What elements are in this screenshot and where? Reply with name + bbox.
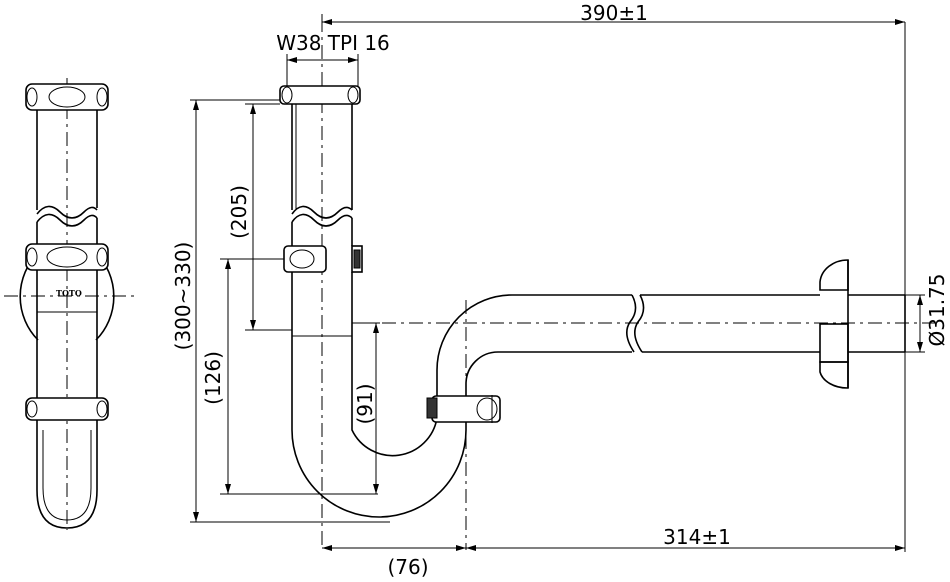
dim-thread-spec: W38 TPI 16: [276, 31, 390, 55]
escutcheon-top: [819, 259, 849, 291]
side-break-lower: [36, 213, 98, 227]
side-view: TOTO: [4, 78, 134, 530]
tailpiece-break-upper: [291, 205, 353, 219]
dim-height-range: (300~330): [171, 242, 195, 351]
wall-pipe-break-right: [634, 294, 645, 353]
side-lower-nut: [25, 397, 109, 421]
toto-brand-label: TOTO: [56, 288, 82, 298]
escutcheon-bottom: [819, 361, 849, 389]
dim-upper-pipe: (205): [227, 185, 251, 239]
side-trap-bottom: [36, 420, 98, 529]
dim-nut-to-bottom: (126): [201, 351, 225, 405]
side-top-nut: [25, 83, 109, 111]
dim-wall-pipe-diameter: Ø31.75: [925, 274, 949, 347]
trap-inner-curve: [351, 340, 438, 457]
dim-total-length: 390±1: [580, 1, 648, 25]
escutcheon-middle: [819, 323, 849, 363]
wall-pipe-break-left: [626, 294, 637, 353]
dim-horizontal-run: 314±1: [663, 525, 731, 549]
dim-trap-offset: (76): [387, 555, 428, 579]
trap-outer-curve: [291, 340, 467, 518]
side-break-upper: [36, 205, 98, 219]
trap-outlet-nut: [431, 395, 501, 423]
front-view: [279, 18, 935, 550]
bend-outer: [436, 294, 632, 396]
tailpiece-break-lower: [291, 213, 353, 227]
dimensions: 390±1 W38 TPI 16 Ø31.75 (300~330) (205) …: [171, 1, 949, 579]
dim-trap-depth: (91): [353, 383, 377, 424]
side-middle-nut: [25, 243, 109, 271]
bend-inner: [465, 351, 632, 396]
